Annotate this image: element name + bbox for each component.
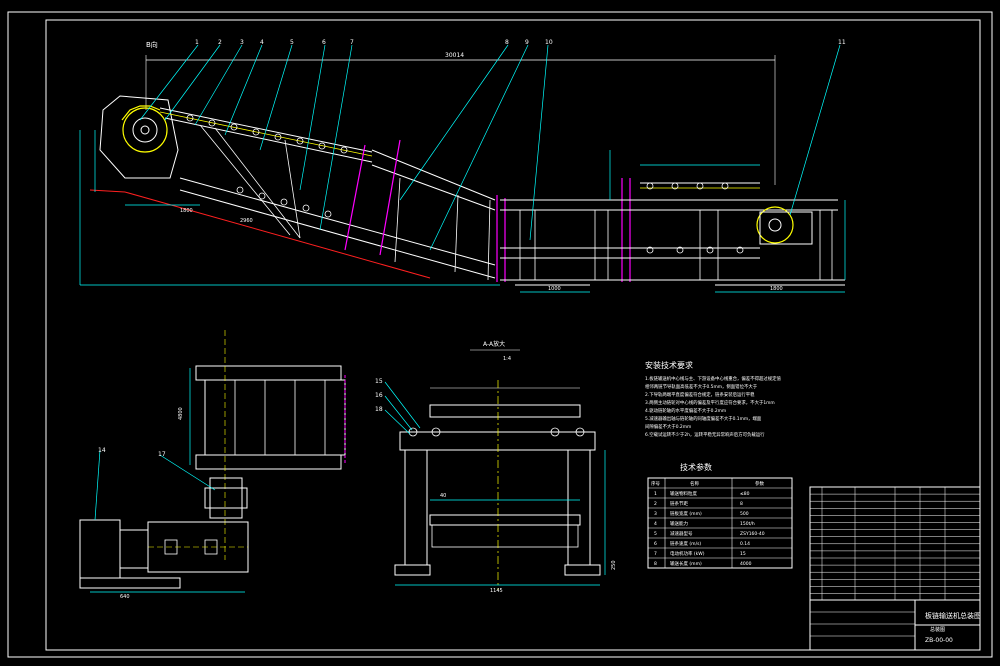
svg-text:1000: 1000 — [548, 286, 561, 292]
svg-text:输送物料粒度: 输送物料粒度 — [670, 490, 697, 497]
svg-text:3: 3 — [654, 511, 657, 517]
svg-text:6: 6 — [654, 541, 657, 547]
svg-text:18: 18 — [375, 406, 383, 413]
svg-text:4.驱动链轮轴的水平度偏差不大于0.2mm: 4.驱动链轮轴的水平度偏差不大于0.2mm — [645, 407, 726, 414]
svg-text:链条节距: 链条节距 — [670, 500, 688, 507]
svg-text:4: 4 — [260, 39, 264, 46]
svg-text:输送能力: 输送能力 — [670, 520, 688, 527]
main-elevation-view: 30014 B向 — [79, 39, 846, 293]
svg-text:名称: 名称 — [690, 480, 699, 487]
svg-text:3: 3 — [240, 39, 244, 46]
floor-line-red — [124, 191, 431, 279]
svg-text:参数: 参数 — [755, 480, 764, 487]
svg-text:3.两侧主动链轮对中心线的偏差及平行度应符合要求，不大于1m: 3.两侧主动链轮对中心线的偏差及平行度应符合要求，不大于1mm — [645, 399, 775, 406]
head-sprocket — [122, 107, 168, 153]
params-title: 技术参数 — [680, 462, 712, 472]
svg-text:8: 8 — [505, 39, 509, 46]
svg-text:1.板链输送机中心线与主、下游设备中心线重合，偏差不得超过规: 1.板链输送机中心线与主、下游设备中心线重合，偏差不得超过规定值 — [645, 375, 782, 382]
svg-text:2: 2 — [218, 39, 222, 46]
section-title: A-A放大 — [483, 340, 505, 348]
svg-text:11: 11 — [838, 39, 846, 46]
outer-border — [7, 11, 993, 658]
svg-text:40: 40 — [440, 493, 446, 499]
svg-text:1800: 1800 — [180, 208, 193, 214]
svg-text:5: 5 — [654, 531, 657, 537]
technical-parameters-table: 技术参数 序号 名称 参数 1 输送物料粒度 ≤80 2 链条节距 8 3 链板… — [647, 462, 793, 569]
svg-text:序号: 序号 — [651, 480, 660, 487]
svg-text:250: 250 — [611, 560, 617, 570]
drawing-name: 板链输送机总装图 — [925, 611, 981, 620]
svg-text:9: 9 — [525, 39, 529, 46]
svg-text:4: 4 — [654, 521, 657, 527]
parts-list-title-block: 板链输送机总装图 ZB-00-00 总装图 — [809, 486, 981, 651]
svg-text:输送长度 (mm): 输送长度 (mm) — [670, 560, 702, 567]
installation-requirements: 安装技术要求 1.板链输送机中心线与主、下游设备中心线重合，偏差不得超过规定值 … — [645, 360, 782, 438]
svg-text:10: 10 — [545, 39, 553, 46]
svg-text:1145: 1145 — [490, 588, 503, 594]
svg-text:17: 17 — [158, 451, 166, 458]
drawing-number: ZB-00-00 — [925, 637, 953, 644]
head-housing — [99, 95, 179, 179]
svg-text:6: 6 — [322, 39, 326, 46]
svg-text:2.下导轨两端平直度偏差符合规定，链条安装后运行平稳: 2.下导轨两端平直度偏差符合规定，链条安装后运行平稳 — [645, 391, 755, 398]
inner-border — [45, 19, 981, 651]
svg-text:间隙偏差不大于0.2mm: 间隙偏差不大于0.2mm — [645, 423, 691, 430]
section-a-a: A-A放大 1:4 1145 40 250 15 16 18 — [375, 340, 617, 594]
svg-text:减速器型号: 减速器型号 — [670, 530, 693, 537]
svg-text:16: 16 — [375, 392, 383, 399]
svg-text:640: 640 — [120, 594, 130, 600]
svg-text:8: 8 — [740, 501, 743, 507]
section-scale: 1:4 — [503, 356, 511, 362]
svg-text:4800: 4800 — [178, 407, 184, 420]
svg-text:5: 5 — [290, 39, 294, 46]
svg-text:15: 15 — [740, 551, 746, 557]
requirements-title: 安装技术要求 — [645, 360, 693, 370]
chain-rollers — [186, 114, 348, 218]
svg-text:相邻两链节导轨面高低差不大于0.5mm，侧面错位不大于: 相邻两链节导轨面高低差不大于0.5mm，侧面错位不大于 — [645, 383, 758, 390]
svg-text:5.减速器输出轴与链轮轴的同轴度偏差不大于0.1mm，端面: 5.减速器输出轴与链轮轴的同轴度偏差不大于0.1mm，端面 — [645, 415, 762, 422]
overall-length-dim: 30014 — [445, 52, 464, 59]
joint-marker — [344, 144, 366, 251]
svg-text:150t/h: 150t/h — [740, 521, 755, 527]
svg-text:14: 14 — [98, 447, 106, 454]
svg-text:0.14: 0.14 — [740, 541, 750, 547]
svg-text:≤80: ≤80 — [740, 491, 750, 497]
svg-text:1: 1 — [195, 39, 199, 46]
svg-text:1: 1 — [654, 491, 657, 497]
svg-text:4000: 4000 — [740, 561, 752, 567]
svg-text:链板宽度 (mm): 链板宽度 (mm) — [670, 510, 702, 517]
svg-text:500: 500 — [740, 511, 749, 517]
svg-text:7: 7 — [654, 551, 657, 557]
motor — [79, 519, 121, 579]
svg-text:6.空载试运转不少于2h，运转平稳无异常响声后方可负载运行: 6.空载试运转不少于2h，运转平稳无异常响声后方可负载运行 — [645, 431, 765, 438]
svg-text:1800: 1800 — [770, 286, 783, 292]
svg-text:ZSY160-40: ZSY160-40 — [740, 531, 765, 537]
drive-plan-view: 4800 640 14 17 — [79, 330, 346, 600]
bottom-tag: 总装图 — [930, 626, 945, 633]
view-label: B向 — [146, 40, 158, 49]
svg-text:7: 7 — [350, 39, 354, 46]
svg-text:电动机功率 (kW): 电动机功率 (kW) — [670, 550, 705, 557]
svg-text:15: 15 — [375, 378, 383, 385]
svg-text:2: 2 — [654, 501, 657, 507]
svg-text:2960: 2960 — [240, 218, 253, 224]
tail-sprocket — [756, 206, 794, 244]
part-leader-lines — [139, 44, 841, 251]
svg-text:链条速度 (m/s): 链条速度 (m/s) — [670, 540, 701, 547]
svg-text:8: 8 — [654, 561, 657, 567]
